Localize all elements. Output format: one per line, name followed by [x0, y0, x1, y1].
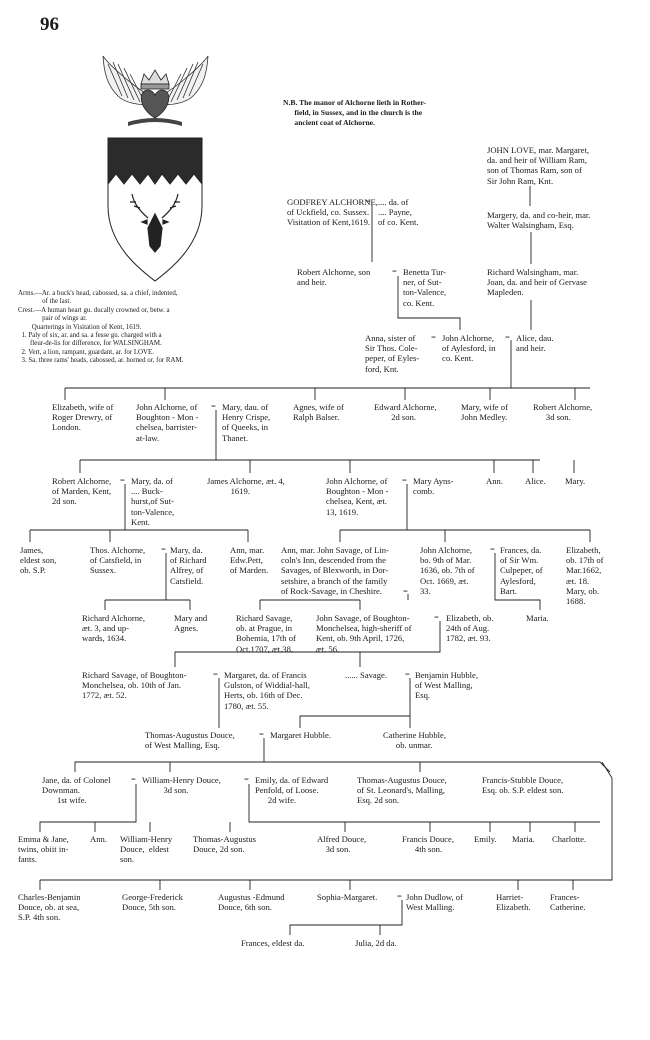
- person-richard-savage-1772: Richard Savage, of Boughton- Monchelsea,…: [82, 670, 187, 701]
- person-john-love: JOHN LOVE, mar. Margaret, da. and heir o…: [487, 145, 589, 186]
- person-mary-and-agnes: Mary and Agnes.: [174, 613, 208, 634]
- person-payne: .... da. of .... Payne, of co. Kent.: [378, 197, 419, 228]
- person-benjamin-hubble: Benjamin Hubble, of West Malling, Esq.: [415, 670, 479, 701]
- person-thomas-augustus-douce-son: Thomas-Augustus Douce, 2d son.: [193, 834, 257, 855]
- person-mary-aynscomb: Mary Ayns- comb.: [413, 476, 454, 497]
- person-john-savage-sheriff: John Savage, of Boughton- Monchelsea, hi…: [316, 613, 412, 654]
- person-charlotte: Charlotte.: [552, 834, 587, 844]
- person-thomas-augustus-douce: Thomas-Augustus Douce, of West Malling, …: [145, 730, 235, 751]
- person-frances-eldest: Frances, eldest da.: [241, 938, 305, 948]
- marriage-sign: =: [244, 774, 249, 784]
- person-francis-stubble-douce: Francis-Stubble Douce, Esq. ob. S.P. eld…: [482, 775, 564, 796]
- person-jane-downman: Jane, da. of Colonel Downman. 1st wife.: [42, 775, 111, 806]
- person-william-henry-douce-eldest: William-Henry Douce, eldest son.: [120, 834, 173, 865]
- marriage-sign: =: [213, 669, 218, 679]
- person-richard-walsingham: Richard Walsingham, mar. Joan, da. and h…: [487, 267, 587, 298]
- person-sophia-margaret: Sophia-Margaret.: [317, 892, 378, 902]
- person-john-alchorne-1636: John Alchorne, bo. 9th of Mar. 1636, ob.…: [420, 545, 475, 596]
- person-thomas-augustus-douce-2d: Thomas-Augustus Douce, of St. Leonard's,…: [357, 775, 447, 806]
- person-margaret-hubble: Margaret Hubble.: [270, 730, 331, 740]
- person-ann-savage: Ann, mar. John Savage, of Lin- coln's In…: [281, 545, 389, 596]
- person-mary-medley: Mary, wife of John Medley.: [461, 402, 508, 423]
- person-mary: Mary.: [565, 476, 586, 486]
- person-agnes-balser: Agnes, wife of Ralph Balser.: [293, 402, 344, 423]
- person-maria: Maria.: [526, 613, 549, 623]
- page-number: 96: [40, 14, 59, 35]
- wreath-icon: [128, 118, 182, 126]
- marriage-sign: =: [161, 544, 166, 554]
- person-elizabeth-drewry: Elizabeth, wife of Roger Drewry, of Lond…: [52, 402, 114, 433]
- person-richard-alchorne-1634: Richard Alchorne, æt. 3, and up- wards, …: [82, 613, 146, 644]
- person-godfrey-alchorne-name: GODFREY ALCHORNE,: [287, 197, 378, 207]
- marriage-sign: =: [505, 332, 510, 342]
- person-elizabeth-1782: Elizabeth, ob. 24th of Aug. 1782, æt. 93…: [446, 613, 494, 644]
- marriage-sign: =: [131, 774, 136, 784]
- marriage-sign: =: [211, 401, 216, 411]
- bucks-head-icon: [130, 193, 180, 253]
- person-savage: ...... Savage.: [345, 670, 388, 680]
- person-maria-douce: Maria.: [512, 834, 535, 844]
- marriage-sign: =: [431, 332, 436, 342]
- person-frances-culpeper: Frances, da. of Sir Wm. Culpeper, of Ayl…: [500, 545, 543, 596]
- heart-icon: [140, 89, 170, 119]
- person-anna: Anna, sister of Sir Thos. Cole- peper, o…: [365, 333, 420, 374]
- person-catherine-hubble: Catherine Hubble, ob. unmar.: [383, 730, 447, 751]
- person-charles-benjamin-douce: Charles-Benjamin Douce, ob. at sea, S.P.…: [18, 892, 81, 923]
- ducal-crown-icon: [140, 69, 170, 90]
- person-elizabeth-1662: Elizabeth, ob. 17th of Mar.1662, æt. 18.…: [566, 545, 604, 607]
- wing-right-icon: [160, 56, 209, 105]
- person-benetta-turner: Benetta Tur- ner, of Sut- ton-Valence, c…: [403, 267, 447, 308]
- person-frances-catherine: Frances- Catherine.: [550, 892, 586, 913]
- marriage-sign: =: [120, 475, 125, 485]
- person-james-alchorne: James Alchorne, æt. 4, 1619.: [207, 476, 285, 497]
- marriage-sign: =: [392, 266, 397, 276]
- person-john-dudlow: John Dudlow, of West Malling.: [406, 892, 463, 913]
- person-mary-alfrey: Mary, da. of Richard Alfrey, of Catsfiel…: [170, 545, 207, 586]
- marriage-sign: =: [402, 475, 407, 485]
- heraldic-crest-illustration: [102, 56, 209, 282]
- person-mary-buckhurst: Mary, da. of .... Buck- hurst,of Sut- to…: [131, 476, 175, 527]
- person-alice: Alice, dau. and heir.: [516, 333, 554, 354]
- person-john-alchorne-aylesford: John Alchorne, of Aylesford, in co. Kent…: [442, 333, 496, 364]
- arms-description: Arms.—Ar. a buck's head, cabossed, sa. a…: [18, 290, 184, 365]
- shield-icon: [107, 137, 203, 282]
- marriage-sign: =: [403, 586, 408, 596]
- person-george-frederick-douce: George-Frederick Douce, 5th son.: [122, 892, 183, 913]
- marriage-sign: =: [259, 729, 264, 739]
- marriage-sign: =: [490, 544, 495, 554]
- person-emily: Emily.: [474, 834, 497, 844]
- person-richard-savage-prague: Richard Savage, ob. at Prague, in Bohemi…: [236, 613, 296, 654]
- person-godfrey-alchorne-detail: of Uckfield, co. Sussex. Visitation of K…: [287, 207, 371, 228]
- person-william-henry-douce: William-Henry Douce, 3d son.: [142, 775, 221, 796]
- wing-left-icon: [102, 56, 151, 105]
- person-emma-and-jane: Emma & Jane, twins, obiit in- fants.: [18, 834, 69, 865]
- person-francis-douce: Francis Douce, 4th son.: [402, 834, 455, 855]
- person-robert-alchorne-heir: Robert Alchorne, son and heir.: [297, 267, 371, 288]
- marriage-sign: =: [366, 196, 371, 206]
- person-mary-crispe: Mary, dau. of Henry Crispe, of Queeks, i…: [222, 402, 271, 443]
- person-john-alchorne-1619: John Alchorne, of Boughton - Mon - chels…: [326, 476, 389, 517]
- person-margery: Margery, da. and co-heir, mar. Walter Wa…: [487, 210, 591, 231]
- person-alfred-douce: Alfred Douce, 3d son.: [317, 834, 367, 855]
- person-john-alchorne-barrister: John Alchorne, of Boughton - Mon - chels…: [136, 402, 199, 443]
- person-robert-alchorne-marden: Robert Alchorne, of Marden, Kent, 2d son…: [52, 476, 112, 507]
- manor-note: N.B. The manor of Alchorne lieth in Roth…: [283, 98, 427, 127]
- person-ann: Ann.: [486, 476, 503, 486]
- marriage-sign: =: [397, 891, 402, 901]
- marriage-sign: =: [405, 669, 410, 679]
- marriage-sign: =: [434, 612, 439, 622]
- person-margaret-gulston: Margaret, da. of Francis Gulston, of Wid…: [224, 670, 310, 711]
- person-ann-douce: Ann.: [90, 834, 107, 844]
- person-robert-alchorne-3d: Robert Alchorne, 3d son.: [533, 402, 593, 423]
- person-emily-penfold: Emily, da. of Edward Penfold, of Loose. …: [255, 775, 329, 806]
- person-alice: Alice.: [525, 476, 546, 486]
- person-ann-pett: Ann, mar. Edw.Pett, of Marden.: [230, 545, 269, 576]
- person-harriet-elizabeth: Harriet- Elizabeth.: [496, 892, 531, 913]
- person-james-eldest: James, eldest son, ob. S.P.: [20, 545, 57, 576]
- person-thos-alchorne: Thos. Alchorne, of Catsfield, in Sussex.: [90, 545, 146, 576]
- person-edward-alchorne: Edward Alchorne, 2d son.: [374, 402, 437, 423]
- person-julia: Julia, 2d da.: [355, 938, 397, 948]
- person-augustus-edmund-douce: Augustus -Edmund Douce, 6th son.: [218, 892, 285, 913]
